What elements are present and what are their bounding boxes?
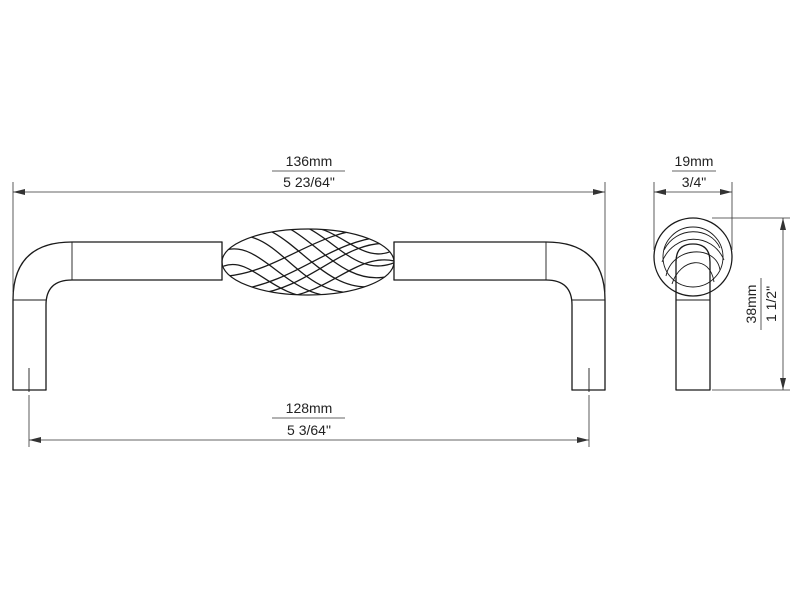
projection-metric: 38mm — [743, 285, 759, 324]
side-twist-line-2 — [661, 238, 725, 263]
overall-arrow-right — [593, 189, 605, 195]
hole-center-dimension: 128mm 5 3/64" — [28, 395, 590, 447]
handle-outer-outline — [12, 241, 606, 391]
handle-front-view — [12, 241, 606, 392]
projection-imperial: 1 1/2" — [763, 286, 779, 322]
overall-length-dimension: 136mm 5 23/64" — [12, 153, 606, 292]
side-twist-line-1 — [663, 231, 721, 251]
overall-length-imperial: 5 23/64" — [283, 174, 335, 190]
hole-center-metric: 128mm — [286, 400, 333, 416]
side-leg — [675, 243, 711, 391]
side-twist-line-3 — [665, 251, 721, 277]
hole-center-imperial: 5 3/64" — [287, 422, 331, 438]
side-base-inner — [662, 226, 724, 288]
handle-inner-outline — [45, 279, 573, 391]
projection-arrow-top — [780, 218, 786, 230]
diameter-arrow-left — [654, 189, 666, 195]
handle-side-view — [653, 217, 733, 391]
bar-diameter-imperial: 3/4" — [682, 174, 706, 190]
side-twist-line-4 — [671, 262, 715, 285]
bar-diameter-dimension: 19mm 3/4" — [653, 153, 733, 250]
overall-length-metric: 136mm — [286, 153, 333, 169]
overall-arrow-left — [13, 189, 25, 195]
diameter-arrow-right — [720, 189, 732, 195]
bar-diameter-metric: 19mm — [675, 153, 714, 169]
hole-arrow-right — [577, 437, 589, 443]
projection-dimension: 38mm 1 1/2" — [712, 217, 790, 391]
side-base-outer — [653, 217, 733, 297]
twisted-cage — [221, 228, 395, 296]
hole-arrow-left — [29, 437, 41, 443]
projection-arrow-bottom — [780, 378, 786, 390]
